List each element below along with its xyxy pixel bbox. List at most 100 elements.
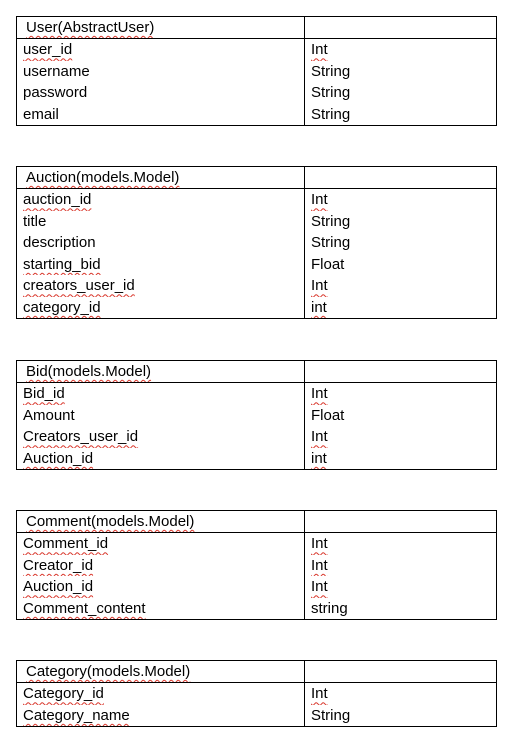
field-name-text: Auction_id xyxy=(23,578,94,596)
table-row: Comment_content string xyxy=(16,597,497,620)
field-type: int xyxy=(304,296,497,319)
field-name: email xyxy=(16,103,305,126)
model-name: Auction(models.Model) xyxy=(16,166,305,189)
field-type-text: Int xyxy=(311,191,328,209)
field-name-text: Auction_id xyxy=(23,449,94,467)
table-row: auction_id Int xyxy=(16,188,497,211)
field-type-text: string xyxy=(311,599,348,617)
field-name-text: category_id xyxy=(23,298,101,316)
field-name-text: Category_name xyxy=(23,706,130,724)
field-name-text: description xyxy=(23,234,96,252)
field-name-text: Bid_id xyxy=(23,385,65,403)
field-name-text: Amount xyxy=(23,406,75,424)
table-header-row: Comment(models.Model) xyxy=(16,510,497,533)
field-type-text: String xyxy=(311,84,351,102)
field-type-text: Int xyxy=(311,277,328,295)
field-type-text: Int xyxy=(311,578,328,596)
field-name: Comment_content xyxy=(16,597,305,620)
field-name-text: starting_bid xyxy=(23,255,101,273)
field-name-text: auction_id xyxy=(23,191,92,209)
table-row: Auction_id Int xyxy=(16,576,497,598)
field-type-text: String xyxy=(311,105,351,123)
field-name: Auction_id xyxy=(16,447,305,470)
field-type: string xyxy=(304,597,497,620)
model-name: Bid(models.Model) xyxy=(16,360,305,383)
header-empty-cell xyxy=(304,166,497,189)
table-row: category_id int xyxy=(16,296,497,319)
field-type: Float xyxy=(304,253,497,275)
field-type-text: Int xyxy=(311,535,328,553)
field-name: creators_user_id xyxy=(16,275,305,297)
field-type: Int xyxy=(304,532,497,555)
field-name: category_id xyxy=(16,296,305,319)
field-type: String xyxy=(304,232,497,254)
model-name: Category(models.Model) xyxy=(16,660,305,683)
field-type: Int xyxy=(304,682,497,705)
field-name: starting_bid xyxy=(16,253,305,275)
field-type-text: Int xyxy=(311,556,328,574)
model-name: Comment(models.Model) xyxy=(16,510,305,533)
field-type: String xyxy=(304,210,497,232)
field-name: description xyxy=(16,232,305,254)
field-name-text: Comment_content xyxy=(23,599,146,617)
field-type: Float xyxy=(304,404,497,426)
table-row: Auction_id int xyxy=(16,447,497,470)
field-type: Int xyxy=(304,188,497,211)
model-name-text: Bid(models.Model) xyxy=(26,363,152,380)
table-row: Category_id Int xyxy=(16,682,497,705)
table-row: Category_name String xyxy=(16,704,497,727)
table-row: email String xyxy=(16,103,497,126)
field-type-text: Int xyxy=(311,385,328,403)
field-type-text: Float xyxy=(311,255,345,273)
field-name: Category_name xyxy=(16,704,305,727)
field-type: String xyxy=(304,82,497,104)
field-name-text: Category_id xyxy=(23,685,104,703)
field-type: Int xyxy=(304,38,497,61)
field-type-text: Int xyxy=(311,685,328,703)
table-row: Creator_id Int xyxy=(16,554,497,576)
field-name-text: Creators_user_id xyxy=(23,428,139,446)
field-name-text: creators_user_id xyxy=(23,277,135,295)
table-row: creators_user_id Int xyxy=(16,275,497,297)
field-name: Creator_id xyxy=(16,554,305,576)
field-type-text: int xyxy=(311,298,327,316)
field-type: String xyxy=(304,704,497,727)
field-type: Int xyxy=(304,576,497,598)
field-type: Int xyxy=(304,275,497,297)
table-header-row: Bid(models.Model) xyxy=(16,360,497,383)
field-name: auction_id xyxy=(16,188,305,211)
field-type-text: Float xyxy=(311,406,345,424)
header-empty-cell xyxy=(304,360,497,383)
header-empty-cell xyxy=(304,510,497,533)
field-name: username xyxy=(16,60,305,82)
table-row: Comment_id Int xyxy=(16,532,497,555)
header-empty-cell xyxy=(304,16,497,39)
field-name: Creators_user_id xyxy=(16,426,305,448)
field-name-text: Creator_id xyxy=(23,556,94,574)
model-name-text: Comment(models.Model) xyxy=(26,513,195,530)
field-type: Int xyxy=(304,382,497,405)
model-name-text: User(AbstractUser) xyxy=(26,19,155,36)
field-type-text: Int xyxy=(311,41,328,59)
field-name-text: Comment_id xyxy=(23,535,109,553)
header-empty-cell xyxy=(304,660,497,683)
table-row: Amount Float xyxy=(16,404,497,426)
field-type-text: int xyxy=(311,449,327,467)
model-name-text: Auction(models.Model) xyxy=(26,169,180,186)
field-type-text: String xyxy=(311,234,351,252)
field-type: String xyxy=(304,103,497,126)
field-type-text: String xyxy=(311,212,351,230)
field-name: Comment_id xyxy=(16,532,305,555)
field-name: Category_id xyxy=(16,682,305,705)
field-type-text: String xyxy=(311,706,351,724)
field-name-text: username xyxy=(23,62,90,80)
